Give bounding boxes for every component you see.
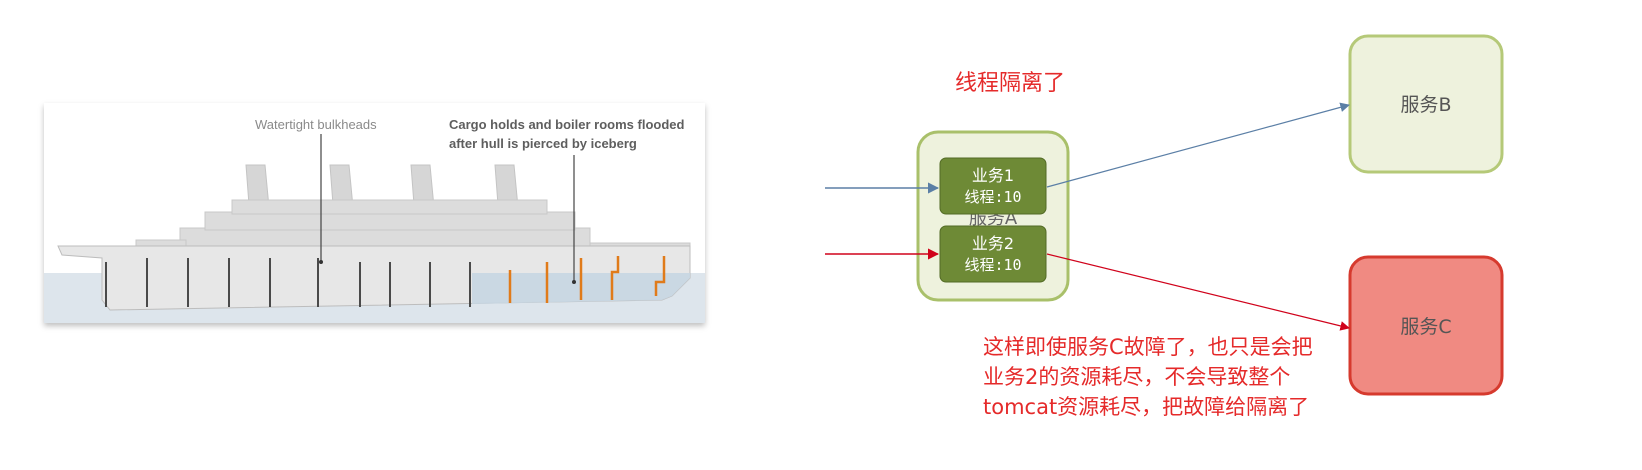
label-flooded-line2: after hull is pierced by iceberg <box>449 136 637 151</box>
business-2-threads: 线程:10 <box>964 256 1021 274</box>
bulkheads-pointer-dot <box>319 260 323 264</box>
business-1-threads: 线程:10 <box>964 188 1021 206</box>
label-watertight-bulkheads: Watertight bulkheads <box>255 117 377 132</box>
business-2-to-service-c-arrow <box>1046 253 1350 331</box>
note-line-3: tomcat资源耗尽，把故障给隔离了 <box>983 395 1309 419</box>
label-flooded-line1: Cargo holds and boiler rooms flooded <box>449 117 685 132</box>
note-line-2: 业务2的资源耗尽，不会导致整个 <box>983 365 1290 389</box>
business-1-box: 业务1 线程:10 <box>939 157 1047 215</box>
service-c-label: 服务C <box>1400 316 1451 338</box>
business-1-name: 业务1 <box>972 166 1014 185</box>
breached-bulkheads <box>508 256 666 303</box>
diagram-title: 线程隔离了 <box>955 71 1065 96</box>
flooded-pointer-dot <box>572 280 576 284</box>
business-1-to-service-b-arrow <box>1046 102 1350 188</box>
business-2-box: 业务2 线程:10 <box>939 225 1047 283</box>
service-c-box: 服务C <box>1348 255 1504 396</box>
note-line-1: 这样即使服务C故障了，也只是会把 <box>983 335 1313 359</box>
ship-illustration: Watertight bulkheads Cargo holds and boi… <box>44 103 705 323</box>
isolation-note: 这样即使服务C故障了，也只是会把 业务2的资源耗尽，不会导致整个 tomcat资… <box>983 335 1313 419</box>
business-2-name: 业务2 <box>972 234 1014 253</box>
watertight-bulkheads <box>105 258 471 307</box>
service-b-box: 服务B <box>1348 34 1504 174</box>
service-b-label: 服务B <box>1400 94 1451 116</box>
